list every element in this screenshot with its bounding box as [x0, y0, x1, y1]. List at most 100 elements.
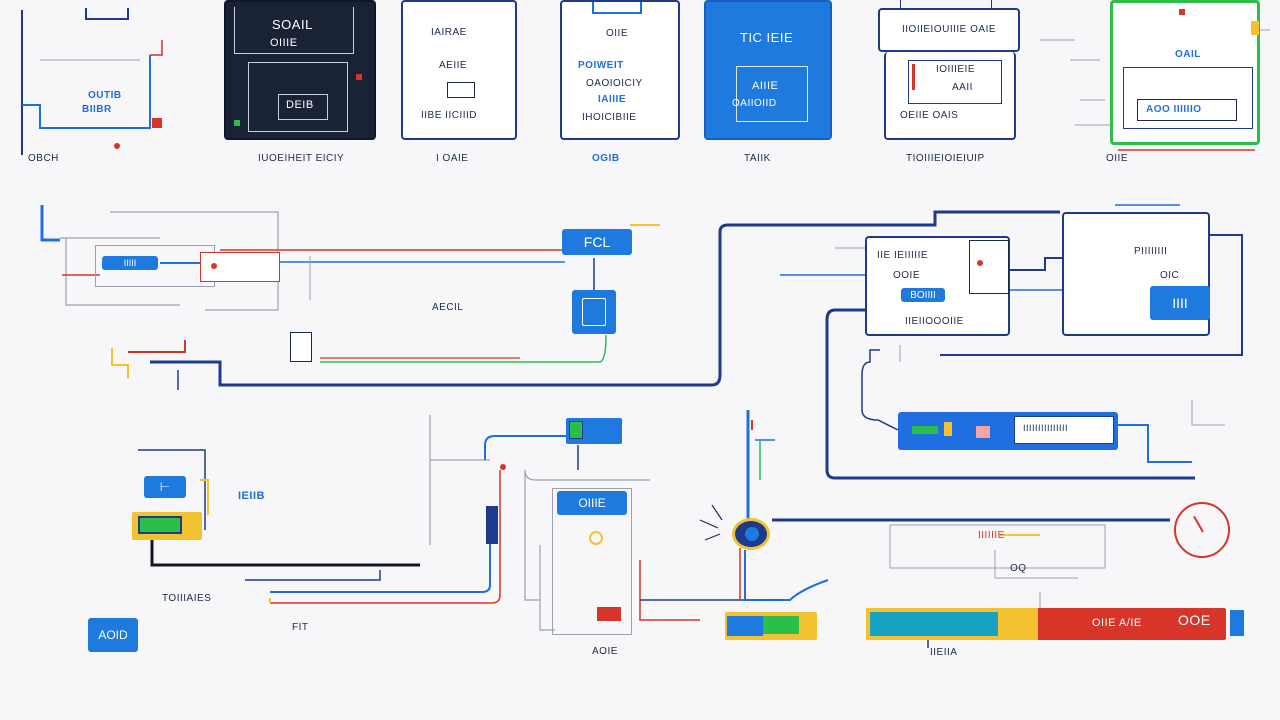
- card-6-line-0: OAIL: [1175, 49, 1201, 60]
- card-6-icon: [1179, 9, 1185, 15]
- card-5-line-1: IOIIIEIE: [936, 64, 976, 75]
- card-4-caption: TAIIK: [744, 153, 771, 164]
- right-label: IIIIIIE: [978, 530, 1005, 541]
- status-dot: [114, 143, 120, 149]
- strip-white-panel: IIIIIIIIIIIIIII: [1014, 416, 1114, 444]
- progress-value: OOE: [1178, 612, 1211, 628]
- bottom-left-label: TOIIIAIES: [162, 593, 212, 604]
- device-module[interactable]: OIIIE: [552, 488, 632, 635]
- outlet-icon: [582, 298, 606, 326]
- card-6-line-1: AOO IIIIIIO: [1146, 104, 1202, 115]
- top-card-6[interactable]: OAIL AOO IIIIIIO: [1110, 0, 1260, 145]
- card-4-line-1: AIIIE: [752, 80, 779, 92]
- red-marker: [152, 118, 162, 128]
- stack-green-slot: [138, 516, 182, 534]
- top-card-2[interactable]: IAIRAE AEIIE IIBE IICIIID: [401, 0, 517, 140]
- card-1-frame: [234, 7, 354, 54]
- card-3-caption: OGIB: [592, 153, 620, 164]
- card-4-inner: [736, 66, 808, 122]
- card-1-subbox: [278, 94, 328, 120]
- bottom-center-label: IEIIB: [238, 490, 265, 502]
- card-6-caption: OIIE: [1106, 153, 1129, 164]
- top-card-0[interactable]: OUTIB BIIBR: [20, 0, 162, 150]
- card-1-corner: [356, 74, 362, 80]
- card-3-line-2: OAOIOICIY: [586, 78, 643, 89]
- card-3-tab: [592, 2, 642, 14]
- card-5-line-2: AAII: [952, 82, 973, 93]
- bottom-red-dot: [500, 464, 506, 470]
- strip-yellow-mark: [944, 422, 952, 436]
- top-card-3[interactable]: OIIE POIWEIT OAOIOICIY IAIIIE IHOICIBIIE: [560, 0, 680, 140]
- top-bar-stub: [85, 8, 129, 20]
- socket-dot: [211, 263, 217, 269]
- center-node[interactable]: IIE IEIIIIIE OOIE BOIIII IIEIIOOOIIE: [865, 236, 1010, 336]
- card-5-line-3: OEIIE OAIS: [900, 110, 959, 121]
- card-1-line-2: DEIB: [286, 99, 314, 111]
- card-4-line-0: TIC IEIE: [740, 30, 794, 45]
- top-card-1[interactable]: SOAIL OIIIE DEIB: [224, 0, 376, 140]
- card-0-line-1: BIIBR: [82, 104, 112, 115]
- green-switch[interactable]: [566, 418, 622, 444]
- fit-label: FIT: [292, 622, 309, 633]
- card-2-line-1: AEIIE: [439, 60, 468, 71]
- cable-strip[interactable]: IIIIIIIIIIIIIII: [898, 412, 1118, 450]
- right-node-button[interactable]: IIII: [1150, 286, 1210, 320]
- card-5-redbar: [912, 64, 915, 90]
- device-module-header[interactable]: OIIIE: [557, 491, 627, 515]
- card-6-corner: [1251, 21, 1259, 35]
- top-card-5[interactable]: IOIIIEIE AAII OEIIE OAIS: [884, 52, 1016, 140]
- progress-text: OIIE A/IE: [1092, 617, 1142, 629]
- progress-fill-teal: [870, 612, 998, 636]
- strip-red-chip: [976, 426, 990, 438]
- outlet-icon-button[interactable]: [572, 290, 616, 334]
- card-5-caption: TIOIIIEIOIEIUIP: [906, 153, 985, 164]
- hub-node-core: [745, 527, 759, 541]
- card-4-line-2: OAIIOIID: [732, 98, 777, 109]
- hub-node[interactable]: [732, 518, 770, 550]
- oq-label: OQ: [1010, 563, 1027, 574]
- top-card-4[interactable]: TIC IEIE AIIIE OAIIOIID: [704, 0, 832, 140]
- right-node-line-0: PIIIIIIII: [1134, 246, 1168, 257]
- strip-text: IIIIIIIIIIIIIII: [1023, 423, 1069, 433]
- top-card-5-header[interactable]: IIOIIEIOUIIIE OAIE: [878, 8, 1020, 52]
- device-module-yellow: [589, 531, 603, 545]
- connector-block[interactable]: [725, 612, 817, 640]
- connector-chip-blue[interactable]: IIIII: [102, 256, 158, 270]
- center-node-line-3: IIEIIOOOIIE: [905, 316, 964, 327]
- device-module-red: [597, 607, 621, 621]
- card-6-field[interactable]: AOO IIIIIIO: [1137, 99, 1237, 121]
- card-1-led: [234, 120, 240, 126]
- stack-top-button[interactable]: ⊢: [144, 476, 186, 498]
- strip-green-bar: [912, 426, 938, 434]
- progress-bar[interactable]: OIIE A/IE OOE: [866, 608, 1226, 640]
- card-2-line-0: IAIRAE: [431, 27, 467, 38]
- card-3-line-4: IHOICIBIIE: [582, 112, 637, 123]
- card-1-line-1: OIIIE: [270, 37, 298, 49]
- green-switch-knob: [569, 421, 583, 439]
- stack-yellow-base: [132, 512, 202, 540]
- fcl-button[interactable]: FCL: [562, 229, 632, 255]
- gauge-icon[interactable]: [1174, 502, 1230, 558]
- connector-socket[interactable]: [200, 252, 280, 282]
- plug-box[interactable]: [290, 332, 312, 362]
- card-1-inner: [248, 62, 348, 132]
- card-5-line-0: IIOIIEIOUIIIE OAIE: [902, 24, 997, 35]
- blue-post: [486, 506, 498, 544]
- connector-panel[interactable]: IIIII: [95, 245, 215, 287]
- card-6-panel: [1123, 67, 1253, 129]
- aoid-button[interactable]: AOID: [88, 618, 138, 652]
- connector-block-blue: [727, 616, 763, 636]
- card-2-caption: I OAIE: [436, 153, 469, 164]
- middle-left-label: AECIL: [432, 302, 464, 313]
- card-3-line-3: IAIIIE: [598, 94, 627, 105]
- center-node-button[interactable]: BOIIII: [901, 288, 945, 302]
- connector-block-green: [763, 616, 799, 634]
- right-node[interactable]: PIIIIIIII OIC IIII: [1062, 212, 1210, 336]
- center-node-line-1: OOIE: [893, 270, 921, 281]
- card-3-line-0: OIIE: [606, 28, 629, 39]
- progress-end-cap: [1230, 610, 1244, 636]
- stack-device[interactable]: ⊢: [132, 450, 204, 542]
- card-3-line-1: POIWEIT: [578, 60, 624, 71]
- center-node-line-0: IIE IEIIIIIE: [877, 250, 929, 261]
- card-0-caption: OBCH: [28, 153, 59, 164]
